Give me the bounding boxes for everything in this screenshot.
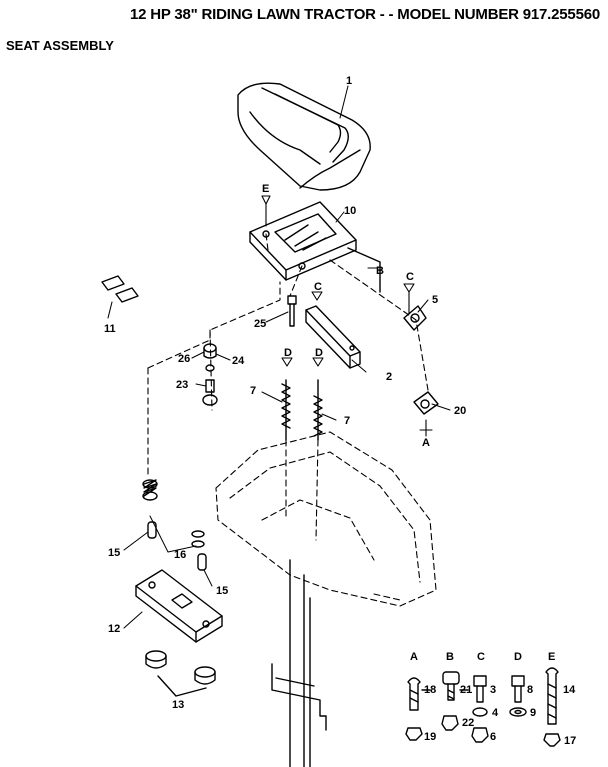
hardware-col-d: D: [514, 651, 522, 663]
seat-pan-part-10: [249, 201, 381, 293]
callout-9: 9: [530, 707, 536, 719]
bushings-part-13: [145, 650, 216, 697]
hardware-col-e: E: [548, 651, 555, 663]
callout-22: 22: [462, 717, 474, 729]
clip-part-20: [413, 391, 439, 415]
section-title: SEAT ASSEMBLY: [6, 38, 114, 53]
callout-11: 11: [104, 323, 116, 335]
ref-a-clip: A: [422, 437, 430, 449]
callout-21: 21: [460, 684, 472, 696]
seat-part-1: [237, 82, 371, 191]
callout-1: 1: [346, 75, 352, 87]
callout-26: 26: [178, 353, 190, 365]
ref-b-side: B: [376, 265, 384, 277]
callout-20: 20: [454, 405, 466, 417]
springs-part-7: [281, 379, 323, 441]
mount-plate-part-12: [135, 569, 223, 643]
callout-2: 2: [386, 371, 392, 383]
callout-6: 6: [490, 731, 496, 743]
callout-12: 12: [108, 623, 120, 635]
reference-letters: E B C C D D A A B C D E: [262, 183, 555, 663]
springs-part-16: [142, 479, 205, 548]
callout-18: 18: [424, 684, 436, 696]
leader-lines: [107, 85, 451, 629]
hardware-col-b: B: [446, 651, 454, 663]
spacers-part-15: [147, 521, 207, 571]
ref-c-bracket: C: [314, 281, 322, 293]
page-title: 12 HP 38" RIDING LAWN TRACTOR - - MODEL …: [130, 6, 600, 23]
callout-7-right: 7: [344, 415, 350, 427]
bracket-part-2: [305, 305, 361, 369]
callout-15-left: 15: [108, 547, 120, 559]
callout-5: 5: [432, 294, 438, 306]
callout-23: 23: [176, 379, 188, 391]
callout-3: 3: [490, 684, 496, 696]
hardware-col-a: A: [410, 651, 418, 663]
ref-c-clip: C: [406, 271, 414, 283]
ref-markers: [261, 195, 433, 437]
callout-7-left: 7: [250, 385, 256, 397]
callout-15-right: 15: [216, 585, 228, 597]
phantom-frame: [147, 233, 437, 607]
pads-part-11: [101, 275, 139, 303]
hardware-col-c: C: [477, 651, 485, 663]
callout-13: 13: [172, 699, 184, 711]
callout-25: 25: [254, 318, 266, 330]
callout-19: 19: [424, 731, 436, 743]
callout-17: 17: [564, 735, 576, 747]
callout-8: 8: [527, 684, 533, 696]
ref-d-right: D: [315, 347, 323, 359]
bolt-part-25: [287, 295, 297, 327]
ref-e-top: E: [262, 183, 269, 195]
frame-rails: [271, 559, 327, 767]
callout-10: 10: [344, 205, 356, 217]
ref-d-left: D: [284, 347, 292, 359]
callout-24: 24: [232, 355, 245, 367]
spacer-nut-stack: [202, 343, 218, 406]
callout-4: 4: [492, 707, 499, 719]
clip-part-5: [403, 305, 427, 331]
callout-16: 16: [174, 549, 186, 561]
hardware-chart: [405, 667, 561, 747]
callout-14: 14: [563, 684, 576, 696]
callout-labels: 1 10 5 11 25 2 26 24 23 7 7 20 15 16 15 …: [104, 75, 576, 747]
